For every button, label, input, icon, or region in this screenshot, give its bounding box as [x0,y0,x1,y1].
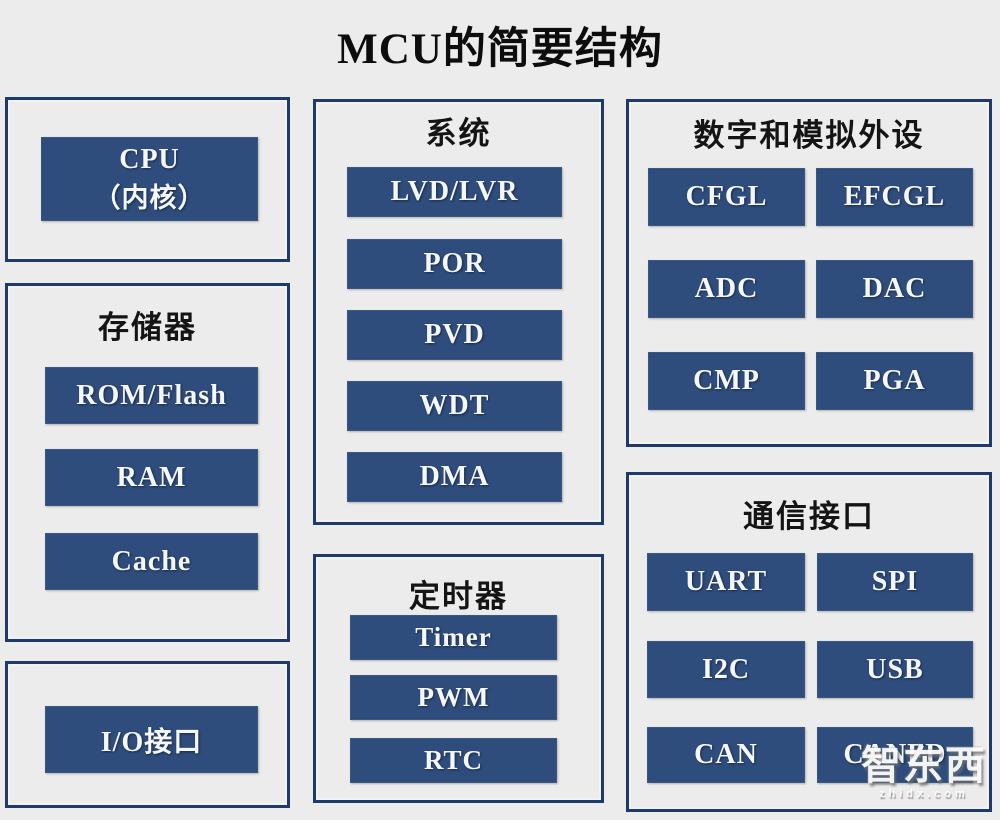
system-block-wdt: WDT [347,381,562,431]
peripheral-block-label: CMP [693,365,760,396]
timer-block-timer: Timer [350,615,557,660]
system-block-label: WDT [419,390,490,421]
comm-block-label: CANFD [843,739,947,770]
comm-block-i2c: I2C [647,641,805,698]
comm-block-spi: SPI [817,553,973,611]
watermark-logo: 智东西 [861,744,987,788]
comm-block-label: SPI [871,566,919,597]
memory-block-cache: Cache [45,533,258,590]
peripheral-block-efcgl: EFCGL [816,168,973,226]
system-block-por: POR [347,239,562,289]
peripheral-block-cmp: CMP [648,352,805,410]
peripherals-section: 数字和模拟外设 CFGL EFCGL ADC DAC CMP PGA [626,99,992,447]
peripheral-block-label: DAC [862,273,927,304]
peripheral-block-adc: ADC [648,260,805,318]
peripheral-block-label: PGA [863,365,926,396]
io-block-label: I/O接口 [100,726,203,758]
comm-block-label: I2C [701,653,751,685]
system-section: 系统 LVD/LVR POR PVD WDT DMA [313,99,604,525]
system-section-header: 系统 [425,116,492,151]
comm-section-header: 通信接口 [743,499,875,534]
comm-block-label: USB [866,653,924,685]
cpu-section: CPU （内核） [5,97,290,262]
cpu-label-line1: CPU [119,144,180,175]
memory-block-ram: RAM [45,449,258,506]
system-block-label: PVD [424,319,485,350]
memory-section-header: 存储器 [98,310,197,345]
comm-block-canfd: CANFD [817,727,973,783]
io-block: I/O接口 [45,706,258,773]
timer-block-pwm: PWM [350,675,557,720]
watermark-domain: zhidx.com [879,788,969,800]
timer-block-label: Timer [415,622,492,652]
comm-block-uart: UART [647,553,805,611]
memory-block-label: RAM [116,461,187,493]
timer-block-label: RTC [423,745,484,775]
peripheral-block-label: CFGL [685,181,768,212]
system-block-label: LVD/LVR [390,176,519,207]
memory-section: 存储器 ROM/Flash RAM Cache [5,283,290,642]
comm-block-usb: USB [817,641,973,698]
timer-block-label: PWM [417,682,490,712]
timer-block-rtc: RTC [350,738,557,783]
watermark: 智东西 zhidx.com [850,744,998,800]
io-section: I/O接口 [5,661,290,808]
comm-block-can: CAN [647,727,805,783]
system-block-label: DMA [419,461,490,492]
peripheral-block-dac: DAC [816,260,973,318]
system-block-lvd-lvr: LVD/LVR [347,167,562,217]
peripheral-block-label: ADC [694,273,759,304]
system-block-label: POR [423,248,486,279]
system-block-dma: DMA [347,452,562,502]
system-block-pvd: PVD [347,310,562,360]
comm-section: 通信接口 UART SPI I2C USB CAN CANFD [626,472,992,812]
peripheral-block-pga: PGA [816,352,973,410]
memory-block-rom-flash: ROM/Flash [45,367,258,424]
memory-block-label: ROM/Flash [76,379,227,411]
memory-block-label: Cache [111,545,192,577]
cpu-label-line2: （内核） [93,183,206,213]
cpu-block: CPU （内核） [41,137,258,221]
comm-block-label: UART [684,566,768,597]
peripheral-block-cfgl: CFGL [648,168,805,226]
comm-block-label: CAN [694,739,758,770]
peripherals-section-header: 数字和模拟外设 [693,118,925,153]
peripheral-block-label: EFCGL [843,181,946,212]
timer-section: 定时器 Timer PWM RTC [313,554,604,803]
timer-section-header: 定时器 [409,579,508,614]
page-title: MCU的简要结构 [337,26,663,73]
